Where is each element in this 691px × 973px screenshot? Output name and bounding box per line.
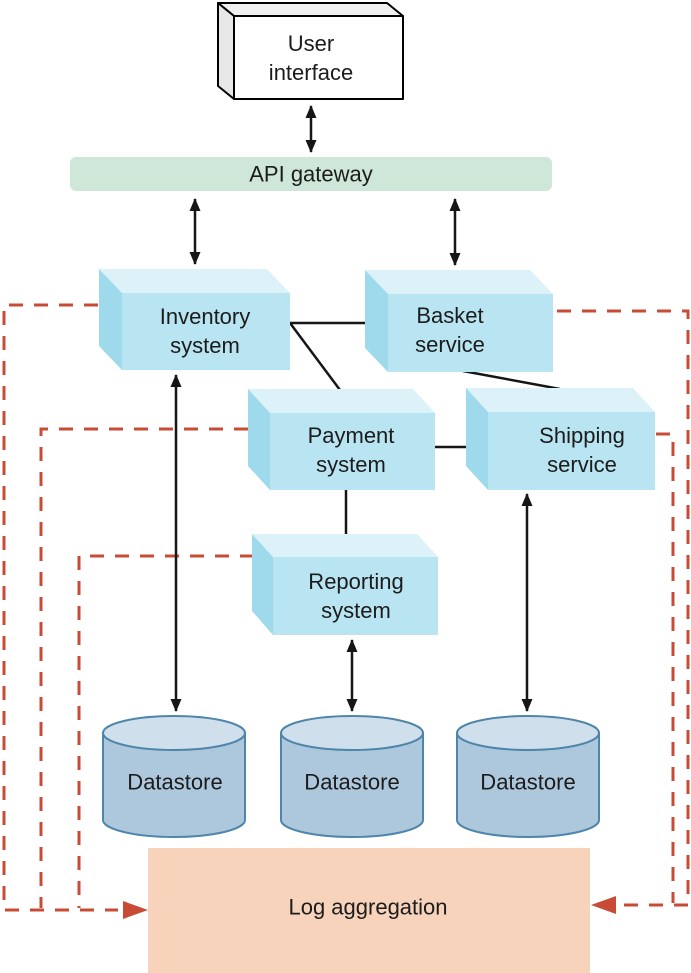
datastore1-node: [102, 715, 246, 838]
api-gateway-node: [70, 157, 552, 191]
api-gateway-label: API gateway: [249, 161, 373, 187]
datastore3-label: Datastore: [480, 769, 576, 795]
dashed-shipping-to-log: [656, 432, 675, 903]
red-arrowhead-right: [591, 896, 616, 914]
user-interface-node: [217, 2, 404, 100]
datastore3-node: [456, 715, 600, 838]
log-dashed-paths: [2, 303, 690, 919]
basket-service-node: [365, 270, 553, 372]
dashed-inventory-to-log: [2, 303, 118, 912]
reporting-system-node: [252, 534, 438, 635]
inventory-system-node: [99, 269, 290, 370]
datastore1-label: Datastore: [127, 769, 223, 795]
edge-inventory-payment: [288, 322, 342, 391]
edge-basket-shipping: [462, 369, 561, 391]
dashed-reporting-to-log: [77, 554, 254, 908]
shipping-service-node: [466, 388, 655, 490]
dashed-basket-to-log: [557, 309, 690, 907]
log-aggregation-label: Log aggregation: [288, 894, 448, 920]
log-aggregation-node: [148, 848, 590, 973]
basket-service-label: Basket service: [415, 303, 485, 357]
datastore2-label: Datastore: [304, 769, 400, 795]
dashed-payment-to-log: [39, 427, 248, 908]
user-interface-label: User interface: [268, 31, 354, 85]
shipping-service-label: Shipping service: [539, 423, 625, 477]
datastore2-node: [280, 715, 424, 838]
payment-system-node: [248, 389, 435, 490]
reporting-system-label: Reporting system: [308, 569, 404, 623]
red-arrowhead-left: [123, 901, 148, 919]
connectors: [170, 105, 561, 712]
inventory-system-label: Inventory system: [159, 304, 251, 358]
payment-system-label: Payment system: [307, 423, 395, 477]
